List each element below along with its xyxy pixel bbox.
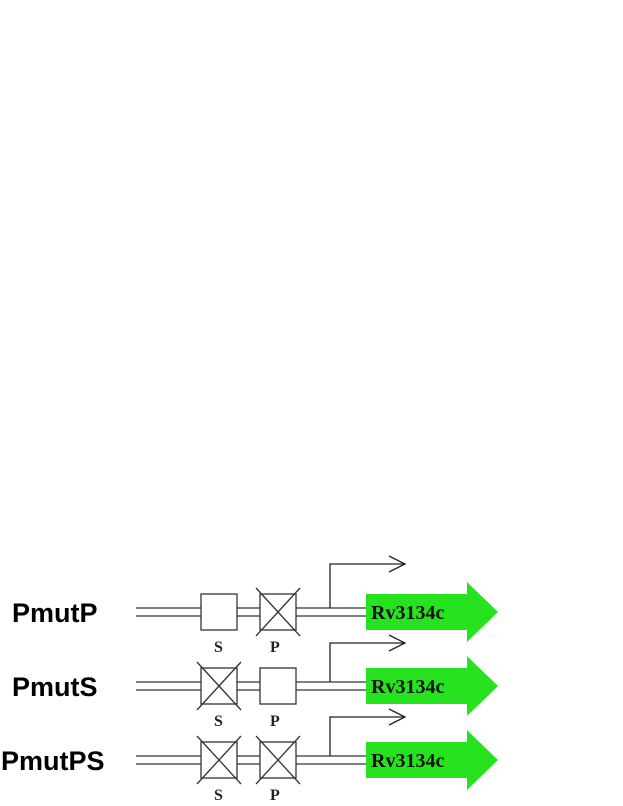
site-box-p-mutated	[255, 735, 301, 785]
gene-label: Rv3134c	[371, 750, 444, 772]
site-label-s: S	[214, 639, 223, 656]
dna-backbone	[136, 607, 372, 617]
site-label-p: P	[270, 787, 280, 804]
transcription-start-arrow	[329, 634, 407, 682]
site-box-s-mutated	[196, 661, 242, 711]
construct-row-pmutps: PmutPS S P Rv3134c	[1, 708, 498, 804]
site-box-p	[259, 667, 297, 705]
site-label-p: P	[270, 639, 280, 656]
site-label-s: S	[214, 787, 223, 804]
dna-backbone	[136, 681, 372, 691]
gene-arrow	[366, 656, 498, 716]
transcription-start-arrow	[329, 555, 407, 608]
site-box-s-mutated	[196, 735, 242, 785]
transcription-start-arrow	[329, 708, 407, 756]
gene-arrow	[366, 582, 498, 642]
dna-backbone	[136, 755, 372, 765]
site-label-p: P	[270, 713, 280, 730]
construct-row-pmuts: PmutS S P Rv3134c	[12, 634, 498, 730]
site-label-s: S	[214, 713, 223, 730]
row-label: PmutS	[12, 672, 98, 702]
row-label: PmutPS	[1, 746, 105, 776]
site-box-p-mutated	[255, 587, 301, 637]
gene-arrow	[366, 730, 498, 790]
row-label: PmutP	[12, 598, 98, 628]
site-box-s	[200, 593, 238, 631]
gene-label: Rv3134c	[371, 602, 444, 624]
construct-row-pmutp: PmutP S P Rv3134c	[12, 555, 498, 656]
gene-label: Rv3134c	[371, 676, 444, 698]
